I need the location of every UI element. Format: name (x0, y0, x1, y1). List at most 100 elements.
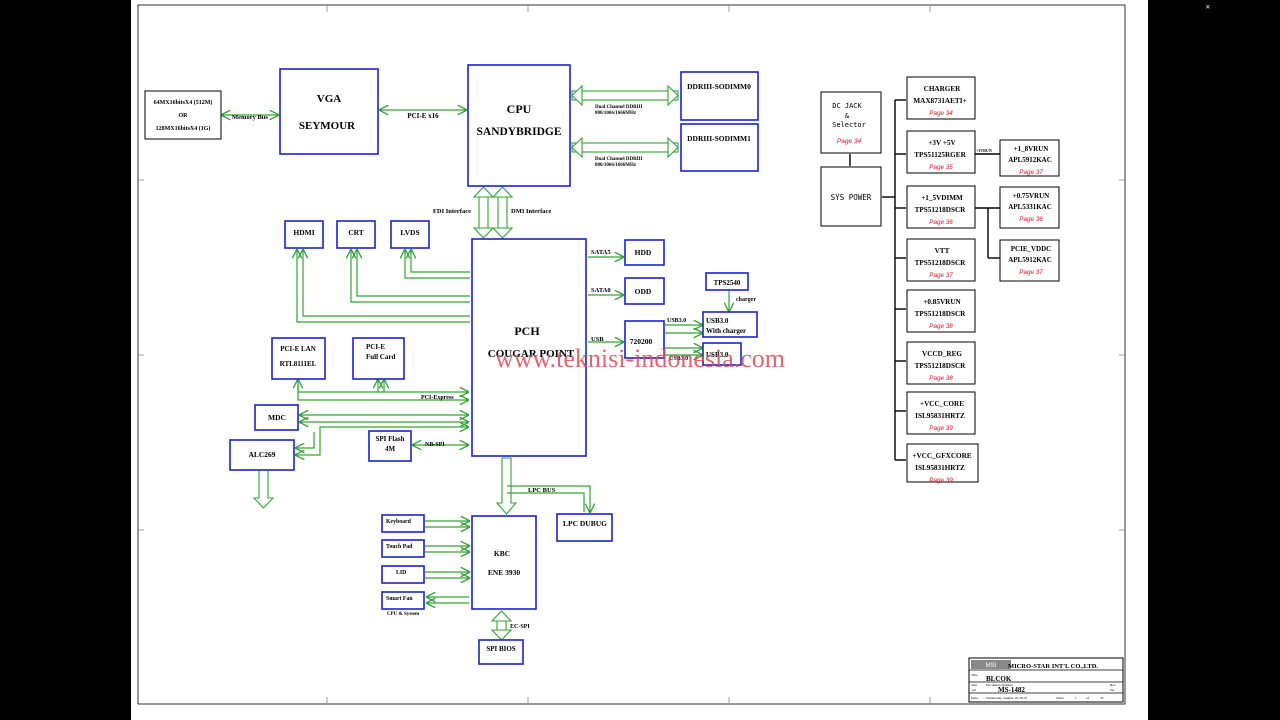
dc-jack-line1: DC JACK (832, 102, 862, 110)
of-caption: of (1086, 696, 1090, 700)
dc-jack-page: Page 34 (837, 138, 862, 145)
sys-power-label: SYS POWER (831, 193, 872, 202)
cpu-line2: SANDYBRIDGE (477, 126, 562, 138)
smart-fan-label: Smart Fan (386, 596, 413, 602)
power-regulator-block[interactable] (906, 443, 979, 483)
power-regulator-page: Page 38 (929, 323, 953, 330)
crt-block[interactable] (336, 220, 376, 249)
power-regulator-chip: ISL95831HRTZ (915, 412, 965, 420)
dc-jack-line2: & (845, 112, 850, 120)
date-caption: Date: (971, 696, 979, 700)
dc-jack-block[interactable] (820, 91, 882, 154)
of-value: 45 (1100, 696, 1104, 700)
cpu-system-label: CPU & System (387, 612, 420, 617)
sata5-label: SATA5 (591, 249, 611, 256)
hdmi-label: HDMI (293, 228, 314, 237)
spi-flash-block[interactable] (368, 430, 412, 462)
power-regulator-chip: TPS51125RGER (914, 151, 966, 159)
ldo-regulator-name: +1_8VRUN (1014, 145, 1049, 153)
ldo-regulator-page: Page 37 (1019, 269, 1043, 276)
memory-bus-label: Memory Bus (232, 114, 268, 121)
power-regulator-block[interactable] (906, 341, 976, 385)
ddr-note-b2: 800/1066/1666MHz (595, 163, 637, 168)
power-regulator-page: Page 35 (929, 164, 953, 171)
power-regulator-block[interactable] (906, 391, 976, 435)
usb3-label-b: USB3.0 (669, 356, 688, 362)
pch-line2: COUGAR POINT (488, 348, 575, 360)
charger-label: charger (736, 297, 756, 303)
lid-block[interactable] (381, 565, 425, 584)
power-regulator-name: CHARGER (924, 85, 962, 93)
ddr-note-a2: 800/1066/1666MHz (595, 111, 637, 116)
spi-bios-block[interactable] (478, 639, 524, 665)
vram-block[interactable] (144, 90, 222, 140)
lan-line1: PCI-E LAN (280, 345, 316, 353)
keyboard-label: Keyboard (386, 519, 412, 525)
ddr-sodimm0-block[interactable] (680, 71, 759, 121)
ddr-sodimm1-block[interactable] (680, 123, 759, 172)
hdd-block[interactable] (624, 239, 665, 266)
touchpad-label: Touch Pad (386, 544, 413, 550)
ldo-regulator-block[interactable] (999, 139, 1060, 177)
usb3-port-label: USB3.0 (706, 351, 729, 359)
power-regulator-page: Page 37 (929, 272, 953, 279)
lan-block[interactable] (271, 337, 326, 380)
power-regulator-name: +0.85VRUN (923, 298, 961, 306)
vram-line2: OR (179, 113, 189, 119)
vga-block[interactable] (279, 68, 379, 155)
pch-line1: PCH (514, 324, 540, 338)
fdi-label: FDI Interface (433, 208, 471, 215)
lpc-debug-block[interactable] (556, 513, 613, 542)
vga-line2: SEYMOUR (299, 120, 356, 132)
power-regulator-page: Page 36 (929, 219, 953, 226)
power-regulator-name: +VCC_GFXCORE (912, 452, 971, 460)
power-regulator-block[interactable] (906, 185, 976, 229)
msi-logo: MSI (986, 663, 997, 669)
company-name: MICRO-STAR INT'L CO.,LTD. (1008, 663, 1098, 670)
mdc-label: MDC (268, 413, 286, 422)
cpu-block[interactable] (467, 64, 571, 187)
touchpad-block[interactable] (381, 539, 425, 558)
ldo-regulator-block[interactable] (999, 239, 1060, 282)
cpu-line1: CPU (507, 102, 532, 116)
ldo-regulator-block[interactable] (999, 186, 1060, 229)
power-regulator-block[interactable] (906, 238, 976, 282)
power-regulator-chip: TPS51218DSCR (915, 310, 967, 318)
ldo-regulator-page: Page 36 (1019, 216, 1043, 223)
power-regulator-page: Page 38 (929, 375, 953, 382)
usb-controller-label: 720200 (630, 337, 653, 346)
dc-jack-line3: Selector (832, 121, 866, 129)
power-regulator-block[interactable] (906, 289, 976, 333)
power-regulator-chip: MAX8731AETI+ (913, 97, 966, 105)
usb3-charger-line2: With charger (706, 327, 746, 335)
alc269-block[interactable] (229, 439, 295, 471)
power-regulator-block[interactable] (906, 130, 976, 174)
block-diagram: 64MX16bitsX4 (512M) OR 128MX16bitsX4 (1G… (137, 4, 1126, 705)
usb3-port-block[interactable] (702, 342, 742, 366)
pch-block[interactable] (471, 238, 587, 457)
ldo-regulator-name: PCIE_VDDC (1011, 245, 1051, 253)
smart-fan-block[interactable] (381, 591, 425, 610)
hdmi-block[interactable] (284, 220, 324, 249)
title-value: BLCOK (986, 675, 1012, 683)
lvds-block[interactable] (390, 220, 430, 249)
sys-power-block[interactable] (820, 166, 882, 227)
fullcard-block[interactable] (352, 337, 405, 380)
usb3-charger-line1: USB3.0 (706, 317, 729, 325)
kbc-block[interactable] (471, 515, 537, 610)
tps2540-block[interactable] (705, 272, 749, 291)
date-value: Wednesday, August 18, 2010 (986, 696, 1027, 701)
keyboard-block[interactable] (381, 514, 425, 533)
power-regulator-chip: TPS51218DSCR (915, 362, 967, 370)
power-regulator-name: +1_5VDIMM (921, 194, 963, 202)
power-regulator-block[interactable] (906, 76, 976, 120)
usb3-charger-port-block[interactable] (702, 311, 758, 338)
usb-label: USB (591, 336, 604, 343)
tps2540-label: TPS2540 (714, 279, 741, 287)
nb-spi-label: NB-SPI (425, 442, 445, 448)
odd-block[interactable] (624, 277, 665, 305)
watermark: www.teknisi-indonesia.com (495, 344, 785, 373)
mdc-block[interactable] (254, 404, 299, 431)
usb-controller-block[interactable] (624, 320, 665, 359)
